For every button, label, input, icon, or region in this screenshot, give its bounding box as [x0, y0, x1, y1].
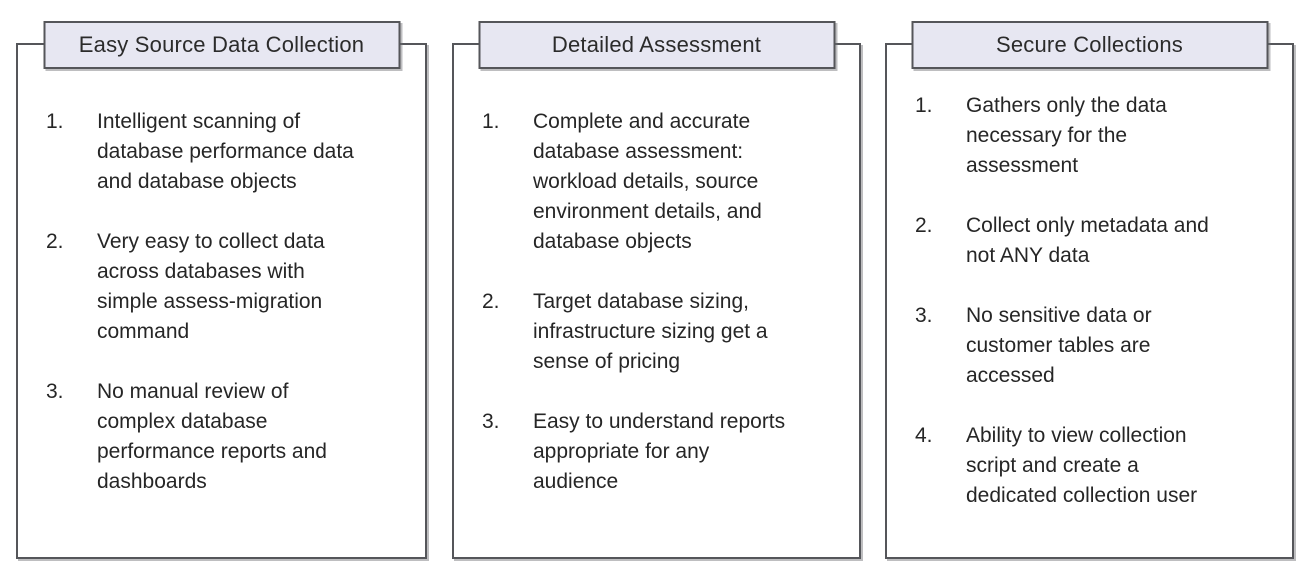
panel-title-easy-source-data-collection: Easy Source Data Collection	[43, 21, 400, 69]
item-text: Ability to view collection script and cr…	[966, 424, 1198, 507]
item-number: 4.	[915, 424, 933, 447]
item-number: 1.	[46, 110, 64, 133]
list-item: 1. Intelligent scanning of database perf…	[46, 107, 411, 197]
panel-detailed-assessment: Detailed Assessment 1. Complete and accu…	[452, 21, 861, 559]
item-text: No manual review of complex database per…	[97, 380, 327, 493]
list-item: 1. Complete and accurate database assess…	[482, 107, 845, 257]
item-text: No sensitive data or customer tables are…	[966, 304, 1152, 387]
list-item: 2. Target database sizing, infrastructur…	[482, 287, 845, 377]
item-text: Easy to understand reports appropriate f…	[533, 410, 786, 493]
panel-title-secure-collections: Secure Collections	[911, 21, 1268, 69]
list-item: 3. No sensitive data or customer tables …	[915, 301, 1278, 391]
feature-list: 1. Intelligent scanning of database perf…	[18, 45, 425, 497]
list-item: 1. Gathers only the data necessary for t…	[915, 91, 1278, 181]
item-number: 3.	[915, 304, 933, 327]
list-item: 4. Ability to view collection script and…	[915, 421, 1278, 511]
item-text: Gathers only the data necessary for the …	[966, 94, 1167, 177]
item-number: 3.	[482, 410, 500, 433]
item-number: 1.	[482, 110, 500, 133]
item-text: Collect only metadata and not ANY data	[966, 214, 1209, 267]
item-number: 2.	[482, 290, 500, 313]
item-number: 2.	[46, 230, 64, 253]
item-text: Very easy to collect data across databas…	[97, 230, 325, 343]
panel-title-detailed-assessment: Detailed Assessment	[478, 21, 835, 69]
panel-secure-collections: Secure Collections 1. Gathers only the d…	[885, 21, 1294, 559]
item-number: 1.	[915, 94, 933, 117]
item-text: Target database sizing, infrastructure s…	[533, 290, 768, 373]
feature-list: 1. Gathers only the data necessary for t…	[887, 45, 1292, 511]
list-item: 3. No manual review of complex database …	[46, 377, 411, 497]
list-item: 3. Easy to understand reports appropriat…	[482, 407, 845, 497]
list-item: 2. Collect only metadata and not ANY dat…	[915, 211, 1278, 271]
item-text: Intelligent scanning of database perform…	[97, 110, 354, 193]
list-item: 2. Very easy to collect data across data…	[46, 227, 411, 347]
item-text: Complete and accurate database assessmen…	[533, 110, 762, 253]
panel-easy-source-data-collection: Easy Source Data Collection 1. Intellige…	[16, 21, 427, 559]
item-number: 3.	[46, 380, 64, 403]
feature-list: 1. Complete and accurate database assess…	[454, 45, 859, 497]
item-number: 2.	[915, 214, 933, 237]
